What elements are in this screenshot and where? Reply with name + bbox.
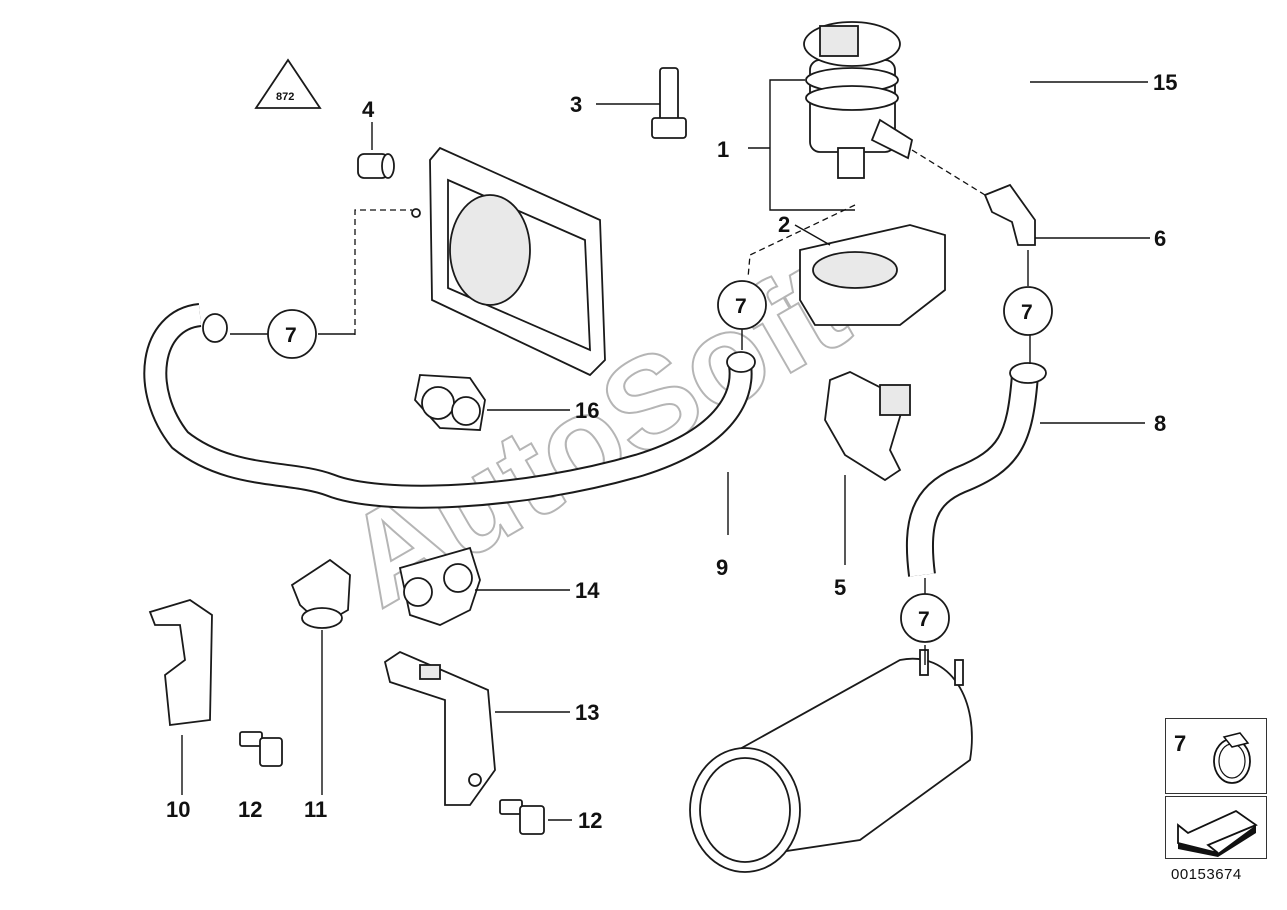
arrow-left-down-icon bbox=[1177, 809, 1258, 857]
svg-text:7: 7 bbox=[285, 324, 297, 347]
callout-1: 1 bbox=[717, 137, 729, 162]
callout-9: 9 bbox=[716, 555, 728, 580]
callout-10: 10 bbox=[166, 797, 190, 822]
callout-4: 4 bbox=[362, 97, 375, 122]
washer-pump-part[interactable] bbox=[803, 21, 914, 179]
mounting-bracket-part[interactable] bbox=[824, 371, 911, 482]
hex-bolt-part-2[interactable] bbox=[499, 799, 545, 835]
callout-2: 2 bbox=[778, 212, 790, 237]
hose-clamp-icon bbox=[1213, 732, 1251, 784]
callout-16: 15 bbox=[1153, 70, 1177, 95]
grommet-part[interactable] bbox=[357, 153, 395, 179]
clamp-ref-circle-b: 7 bbox=[717, 280, 767, 330]
document-number: 00153674 bbox=[1171, 866, 1242, 883]
callout-8: 8 bbox=[1154, 411, 1166, 436]
callout-15: 16 bbox=[575, 398, 599, 423]
washer-reservoir-part[interactable] bbox=[689, 649, 973, 873]
clamp-ref-circle-a: 7 bbox=[267, 309, 317, 359]
elbow-connector-part[interactable] bbox=[983, 183, 1036, 246]
callout-5: 5 bbox=[834, 575, 846, 600]
callout-3: 3 bbox=[570, 92, 582, 117]
callout-11: 11 bbox=[304, 797, 327, 822]
callout-12-right: 12 bbox=[578, 808, 602, 833]
callout-6: 6 bbox=[1154, 226, 1166, 251]
svg-text:872: 872 bbox=[276, 91, 294, 103]
callout-14: 14 bbox=[575, 578, 600, 603]
angle-bracket-part[interactable] bbox=[383, 650, 496, 806]
clamp-legend-inset: 7 bbox=[1165, 718, 1267, 794]
plug-connector-part[interactable] bbox=[651, 67, 687, 139]
clamp-ref-circle-d: 7 bbox=[900, 593, 950, 643]
warning-label-part[interactable]: 872 bbox=[254, 58, 322, 109]
callout-13: 13 bbox=[575, 700, 599, 725]
throttle-housing-part[interactable] bbox=[411, 146, 606, 377]
callout-12-left: 12 bbox=[238, 797, 262, 822]
pump-holder-part[interactable] bbox=[799, 224, 946, 326]
svg-text:7: 7 bbox=[918, 608, 930, 631]
support-bracket-part[interactable] bbox=[148, 599, 213, 727]
legend-number: 7 bbox=[1174, 731, 1187, 756]
clamp-ref-circle-c: 7 bbox=[1003, 286, 1053, 336]
next-page-inset[interactable] bbox=[1165, 796, 1267, 859]
reservoir-hose-part[interactable] bbox=[905, 362, 1047, 577]
double-hose-clip-part[interactable] bbox=[398, 546, 481, 626]
hose-clip-part[interactable] bbox=[414, 374, 486, 431]
cable-clip-part[interactable] bbox=[290, 558, 351, 629]
long-hose-part[interactable] bbox=[143, 303, 756, 509]
svg-text:7: 7 bbox=[735, 295, 747, 318]
hex-bolt-part[interactable] bbox=[239, 731, 283, 767]
svg-text:7: 7 bbox=[1021, 301, 1033, 324]
